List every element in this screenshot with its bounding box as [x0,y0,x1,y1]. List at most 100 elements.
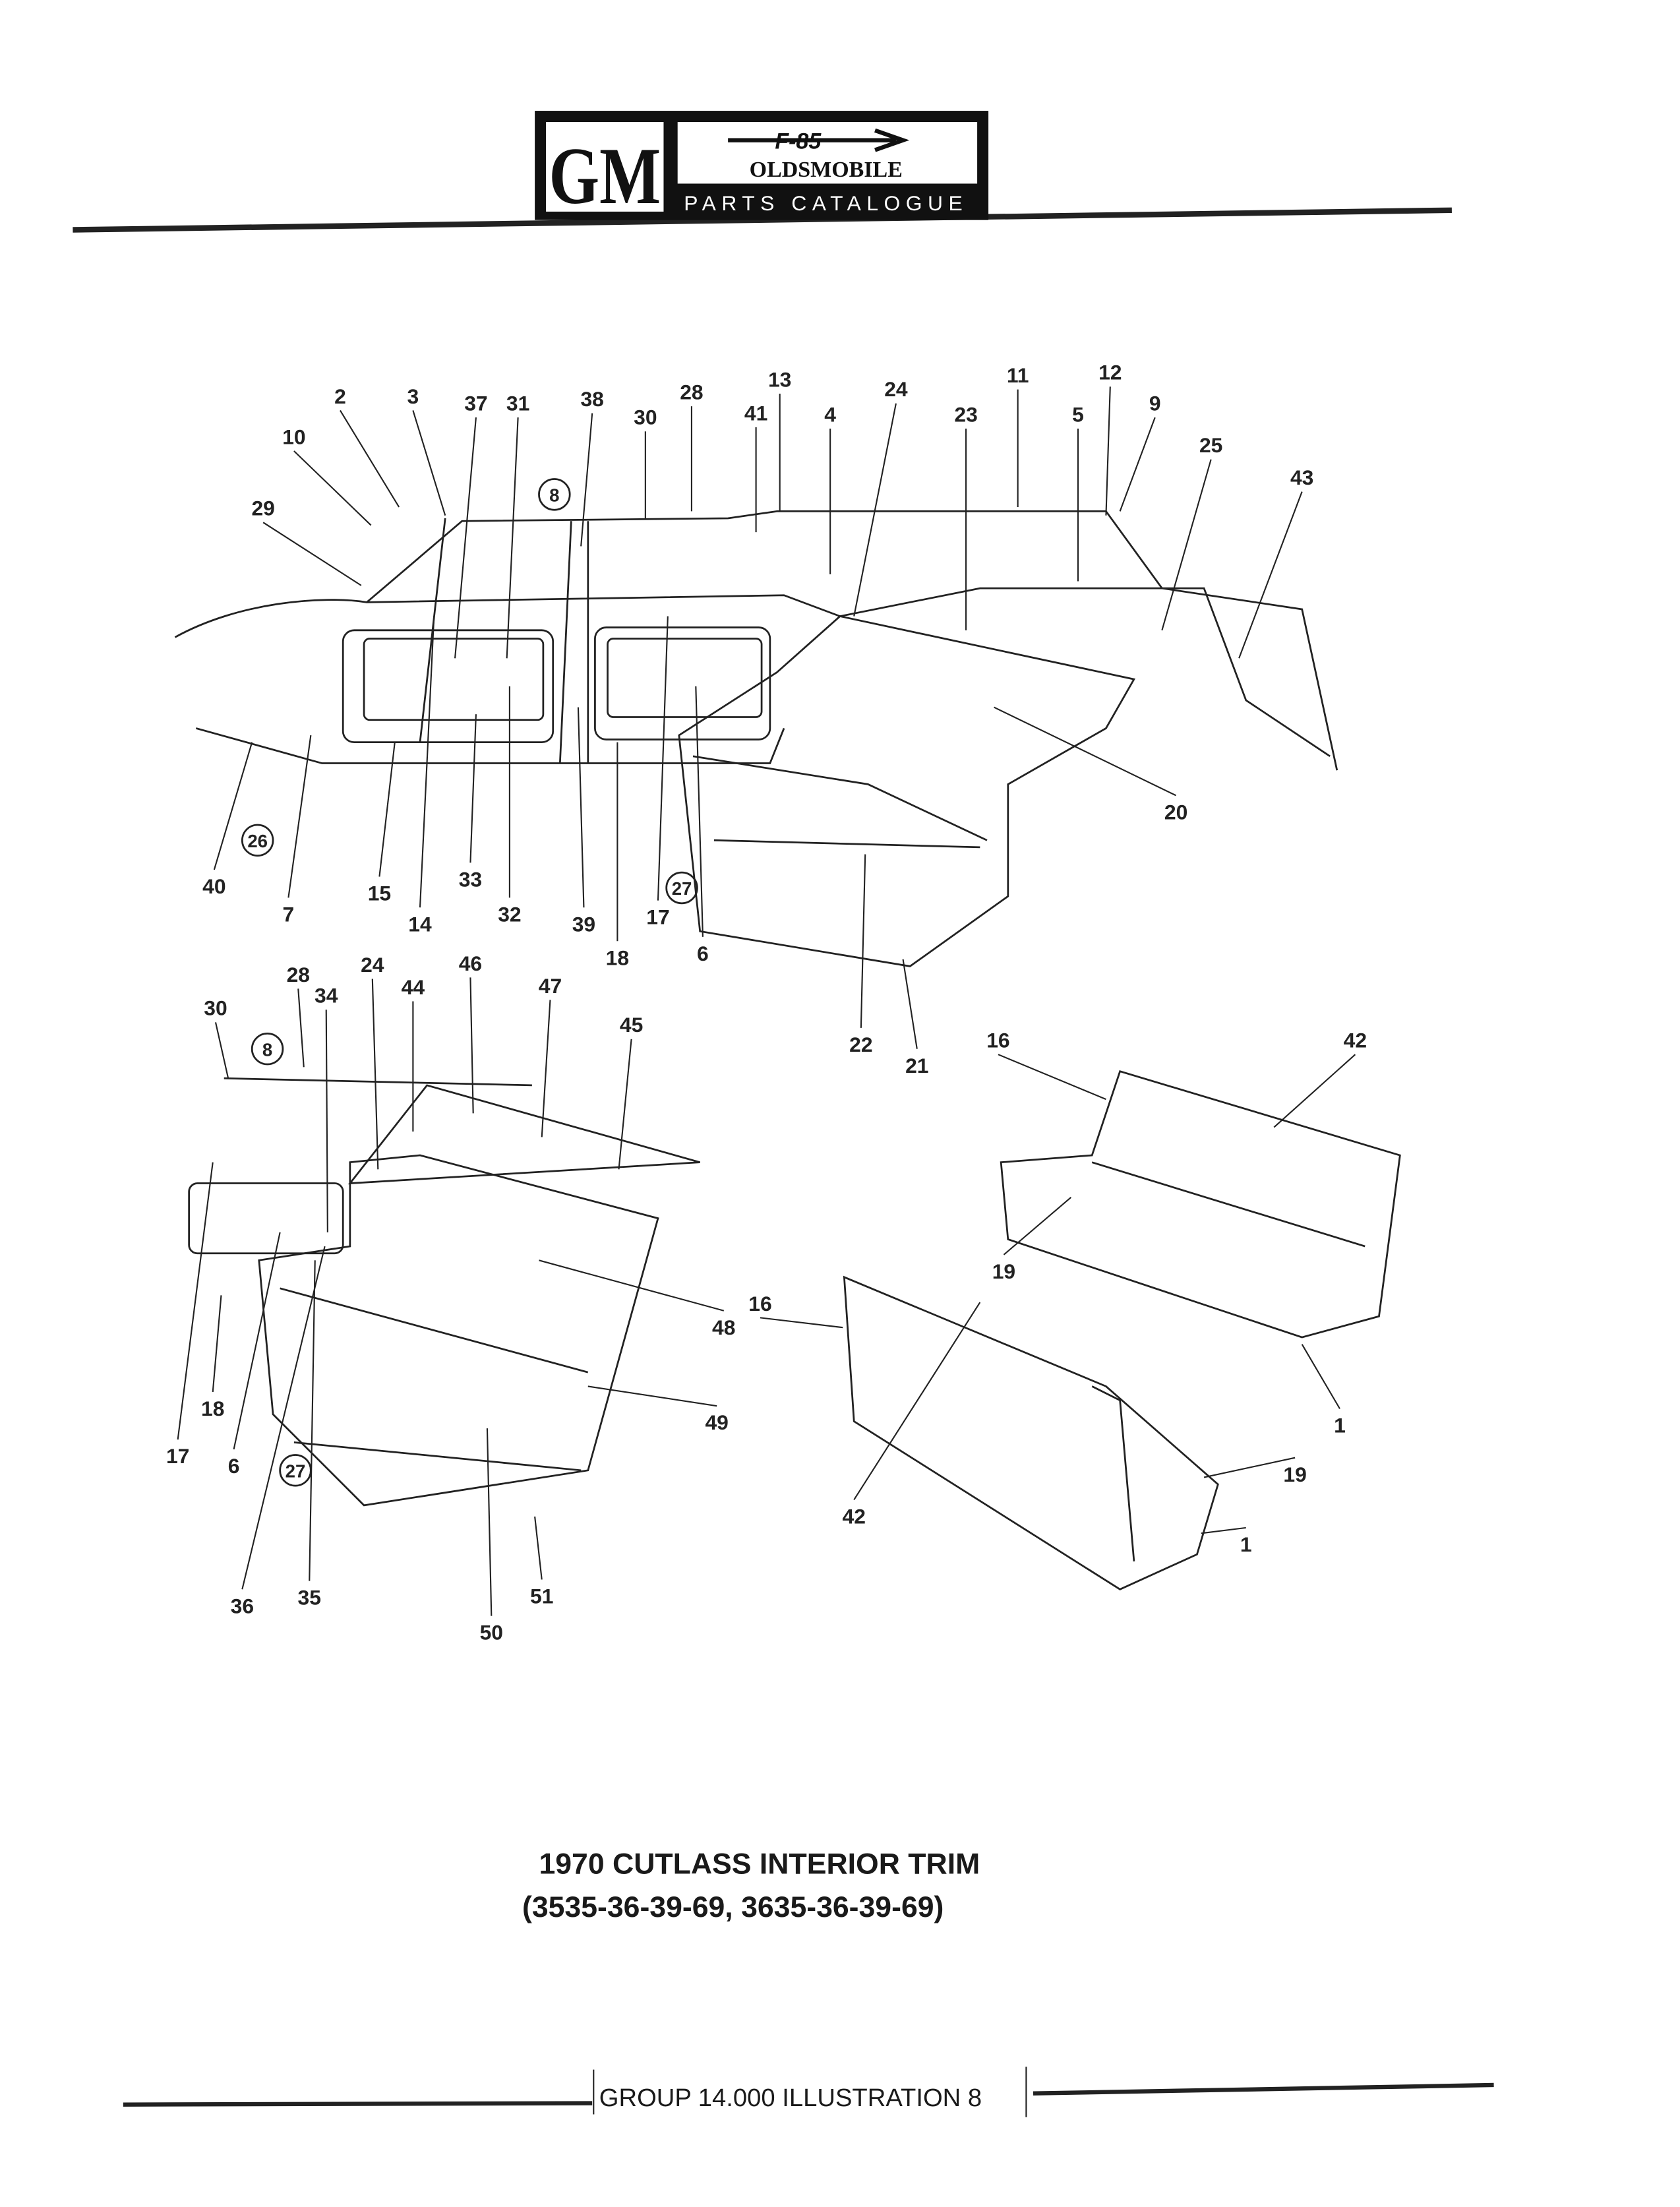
leader-line [469,977,474,1114]
leader-line [1201,1527,1246,1534]
circled-reference: 27 [665,871,698,905]
leader-line [1161,459,1212,631]
callout-number: 38 [580,387,603,411]
callout-number: 30 [204,996,227,1020]
leader-line [760,1317,843,1329]
callout-number: 39 [572,912,595,936]
callout-number: 13 [768,367,791,391]
circled-reference-number: 26 [247,831,268,851]
callout-number: 15 [368,882,391,905]
callout-number: 18 [606,946,629,969]
callout-number: 45 [620,1013,643,1037]
leader-line [618,1039,632,1170]
leader-line [262,522,362,586]
leader-line [293,450,372,526]
circled-reference: 8 [538,478,571,511]
leader-line [853,403,897,617]
callout-number: 16 [986,1029,1009,1052]
leader-line [853,1302,981,1500]
callout-number: 31 [506,391,529,415]
leader-line [241,1246,326,1590]
callout-number: 23 [954,402,977,426]
logo-model: F-85 [775,129,822,154]
gm-oldsmobile-logo: GM F-85 OLDSMOBILE PARTS CATALOGUE [535,111,989,222]
footer: GROUP 14.000 ILLUSTRATION 8 [123,2067,1494,2117]
callout-number: 33 [459,867,482,891]
callout-number: 10 [282,425,305,448]
footer-rule-left [123,2101,593,2107]
callout-number: 36 [231,1594,254,1617]
leader-line [213,742,253,870]
callout-number: 25 [1199,433,1222,457]
callout-number: 19 [992,1259,1015,1283]
callout-number: 24 [361,953,384,977]
circled-reference-number: 27 [672,878,692,899]
callout-number: 30 [634,406,657,429]
leader-line [309,1260,316,1581]
leader-line [541,1000,551,1137]
leader-line [419,616,435,908]
callout-number: 34 [315,984,338,1008]
callout-number: 48 [712,1315,735,1339]
callout-number: 37 [464,391,487,415]
leader-line [998,1054,1106,1101]
callout-number: 1 [1334,1413,1346,1437]
callout-number: 47 [539,974,562,998]
leader-line [340,409,400,508]
leader-line [1273,1054,1356,1128]
callout-number: 46 [459,952,482,975]
leader-line [695,686,704,937]
callout-number: 44 [402,975,425,999]
circled-reference: 26 [241,824,274,857]
callout-number: 50 [480,1621,503,1645]
leader-line [539,1259,725,1312]
leader-line [412,410,446,516]
callout-number: 17 [166,1444,189,1468]
callout-number: 24 [884,377,908,401]
callout-number: 19 [1283,1463,1306,1486]
callout-number: 6 [697,942,709,965]
leader-line [902,959,918,1049]
callout-number: 35 [298,1586,321,1610]
circled-reference-number: 27 [285,1461,306,1481]
leader-line [378,742,396,877]
callout-number: 20 [1164,800,1187,824]
callout-number: 17 [646,905,669,929]
leader-line [1203,1457,1296,1478]
callout-number: 6 [228,1454,240,1478]
leader-line [577,707,585,908]
leader-line [1105,386,1111,516]
leader-line [506,417,519,659]
callout-number: 2 [334,384,346,408]
callout-number: 5 [1072,402,1084,426]
interior-side-view-drawing [174,510,1338,967]
leader-line [287,735,312,898]
leader-line [454,417,477,659]
callout-number: 18 [201,1397,224,1420]
callout-number: 9 [1149,391,1161,415]
leader-line [486,1428,493,1616]
callout-number: 32 [498,902,521,926]
callout-number: 11 [1007,363,1029,387]
callout-number: 16 [748,1292,771,1315]
callout-number: 41 [744,401,767,425]
callout-number: 29 [251,497,274,520]
leader-line [214,1022,229,1079]
leader-line [233,1232,281,1450]
leader-line [212,1295,222,1392]
callout-number: 14 [408,912,432,936]
callout-number: 21 [905,1054,928,1077]
callout-number: 49 [705,1410,728,1434]
leader-line [1238,491,1303,659]
logo-gm: GM [549,132,661,222]
callout-number: 4 [824,402,836,426]
leader-line [469,714,477,863]
leader-line [534,1516,543,1580]
leader-line [657,616,669,901]
logo-subtitle: PARTS CATALOGUE [684,191,968,215]
logo-brand: OLDSMOBILE [750,158,903,182]
leader-line [371,979,379,1170]
callout-number: 3 [407,384,419,408]
callout-number: 7 [283,902,295,926]
